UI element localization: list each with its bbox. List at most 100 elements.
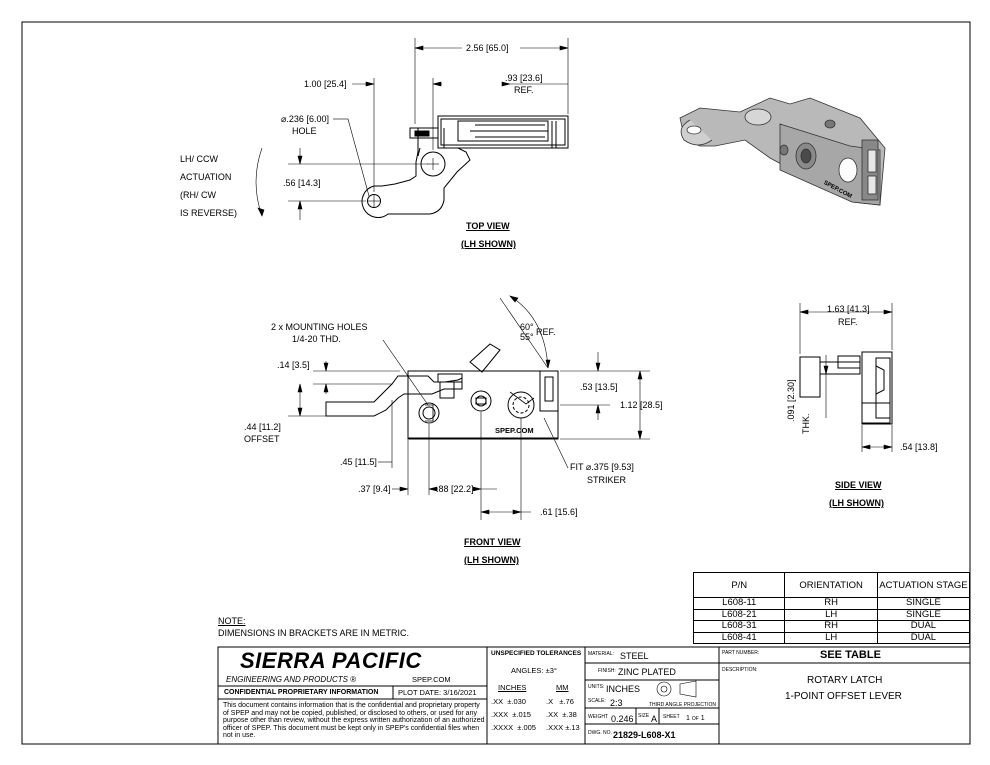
dim-hole-height: .45 [11.5] bbox=[340, 457, 377, 467]
confidential-text: This document contains information that … bbox=[223, 702, 485, 740]
part-number-value: SEE TABLE bbox=[820, 649, 881, 661]
table-row: L608-41 LH DUAL bbox=[692, 631, 971, 644]
tol-mm-2: .XX ±.38 bbox=[546, 710, 577, 719]
projection-symbol bbox=[656, 680, 697, 698]
body-marking: SPEP.COM bbox=[495, 426, 534, 435]
dim-center: 1.00 [25.4] bbox=[304, 79, 347, 89]
table-cell: L608-11 bbox=[692, 597, 786, 610]
table-header: ORIENTATION bbox=[784, 572, 878, 598]
table-header: ACTUATION STAGE bbox=[876, 572, 971, 598]
side-dim-depth: .54 [13.8] bbox=[900, 442, 938, 452]
scale-label: SCALE: bbox=[588, 698, 606, 704]
company-website: SPEP.COM bbox=[412, 675, 451, 684]
company-logo: SIERRA PACIFIC bbox=[240, 648, 422, 673]
size-label: SIZE bbox=[638, 713, 650, 719]
part-number-table: P/N ORIENTATION ACTUATION STAGE L608-11 … bbox=[692, 572, 971, 644]
actuation-note-3: (RH/ CW bbox=[180, 190, 216, 200]
confidential-title: CONFIDENTIAL PROPRIETARY INFORMATION bbox=[224, 689, 379, 696]
table-row: L608-21 LH SINGLE bbox=[692, 608, 971, 621]
actuation-note-4: IS REVERSE) bbox=[180, 208, 238, 218]
table-header: P/N bbox=[692, 572, 786, 598]
angle-ref: REF. bbox=[536, 327, 556, 337]
hole-label: HOLE bbox=[292, 126, 317, 136]
mounting-holes: 2 x MOUNTING HOLES bbox=[271, 322, 368, 332]
units-label: UNITS: bbox=[588, 684, 605, 690]
side-dim-width: 1.63 [41.3] bbox=[827, 304, 870, 314]
scale-value: 2:3 bbox=[610, 698, 623, 708]
dim-offset-top: .56 [14.3] bbox=[283, 178, 321, 188]
actuation-note-1: LH/ CCW bbox=[180, 154, 218, 164]
dim-hole-x: .37 [9.4] bbox=[358, 484, 391, 494]
material-label: MATERIAL: bbox=[588, 651, 615, 657]
table-cell: RH bbox=[784, 620, 878, 633]
plot-date: PLOT DATE: 3/16/2021 bbox=[398, 688, 477, 697]
side-view-dimensions bbox=[799, 303, 893, 452]
description-label: DESCRIPTION: bbox=[722, 667, 758, 673]
tolerance-angles: ANGLES: ±3° bbox=[511, 666, 557, 675]
iso-view-geometry bbox=[679, 97, 886, 206]
mounting-thread: 1/4-20 THD. bbox=[292, 334, 341, 344]
side-view-subtitle: (LH SHOWN) bbox=[829, 498, 884, 508]
tol-mm-3: .XXX ±.13 bbox=[546, 723, 580, 732]
sheet-label: SHEET bbox=[663, 714, 680, 720]
table-row: L608-11 RH SINGLE bbox=[692, 597, 971, 610]
material-value: STEEL bbox=[620, 651, 649, 661]
size-value: A bbox=[651, 714, 658, 724]
sheet-value: 1 OF 1 bbox=[686, 715, 705, 722]
angle-1: 60° bbox=[520, 322, 534, 332]
dim-ref-label: REF. bbox=[514, 85, 534, 95]
dim-hole-spacing: .88 [22.2] bbox=[436, 484, 474, 494]
title-block-frame bbox=[217, 646, 971, 745]
side-dim-ref: REF. bbox=[838, 317, 858, 327]
front-view-subtitle: (LH SHOWN) bbox=[464, 555, 519, 565]
front-view-geometry bbox=[325, 343, 559, 440]
table-cell: LH bbox=[784, 631, 878, 644]
dim-striker: .61 [15.6] bbox=[540, 507, 578, 517]
finish-label: FINISH: bbox=[598, 668, 616, 674]
tol-inch-3: .XXXX ±.005 bbox=[491, 723, 536, 732]
table-cell: DUAL bbox=[876, 620, 971, 633]
part-number-label: PART NUMBER: bbox=[722, 650, 760, 656]
hole-dia: ⌀.236 [6.00] bbox=[281, 114, 330, 124]
top-view-title: TOP VIEW bbox=[466, 221, 510, 231]
table-cell: L608-21 bbox=[692, 608, 786, 621]
dim-upper: .53 [13.5] bbox=[580, 382, 618, 392]
weight-label: WEIGHT bbox=[588, 714, 608, 720]
front-view-title: FRONT VIEW bbox=[464, 537, 521, 547]
tol-mm-1: .X ±.76 bbox=[546, 697, 574, 706]
units-value: INCHES bbox=[606, 684, 641, 694]
tol-inch-2: .XXX ±.015 bbox=[491, 710, 531, 719]
angle-2: 55° bbox=[520, 332, 534, 342]
dim-offset-front: .44 [11.2] bbox=[244, 422, 281, 432]
company-sub: ENGINEERING AND PRODUCTS ® bbox=[226, 675, 357, 684]
table-row: L608-31 RH DUAL bbox=[692, 620, 971, 633]
side-view-title: SIDE VIEW bbox=[835, 480, 882, 490]
striker-dia: FIT ⌀.375 [9.53] bbox=[570, 462, 634, 472]
tolerance-inches-label: INCHES bbox=[498, 683, 527, 692]
side-view-geometry bbox=[799, 351, 893, 425]
table-header-row: P/N ORIENTATION ACTUATION STAGE bbox=[692, 572, 971, 598]
side-thk-label: THK. bbox=[801, 413, 811, 434]
table-cell: LH bbox=[784, 608, 878, 621]
table-cell: SINGLE bbox=[876, 597, 971, 610]
tolerance-mm-label: MM bbox=[556, 683, 569, 692]
side-dim-thk: .091 [2.30] bbox=[786, 379, 796, 422]
weight-value: 0.246 bbox=[611, 714, 634, 724]
tolerances-title: UNSPECIFIED TOLERANCES bbox=[491, 650, 582, 657]
finish-value: ZINC PLATED bbox=[618, 667, 676, 677]
dim-overall: 2.56 [65.0] bbox=[466, 43, 509, 53]
offset-label: OFFSET bbox=[244, 434, 280, 444]
note-text: DIMENSIONS IN BRACKETS ARE IN METRIC. bbox=[218, 628, 410, 638]
table-cell: L608-41 bbox=[692, 631, 786, 644]
table-cell: RH bbox=[784, 597, 878, 610]
front-view-dimensions bbox=[288, 295, 650, 520]
top-view-dimensions bbox=[255, 38, 569, 220]
actuation-note-2: ACTUATION bbox=[180, 172, 232, 182]
top-view-subtitle: (LH SHOWN) bbox=[461, 239, 516, 249]
table-cell: L608-31 bbox=[692, 620, 786, 633]
note-title: NOTE: bbox=[218, 616, 246, 626]
dim-height: 1.12 [28.5] bbox=[620, 400, 663, 410]
description-line-1: ROTARY LATCH bbox=[807, 675, 883, 686]
top-view-geometry bbox=[361, 115, 569, 218]
